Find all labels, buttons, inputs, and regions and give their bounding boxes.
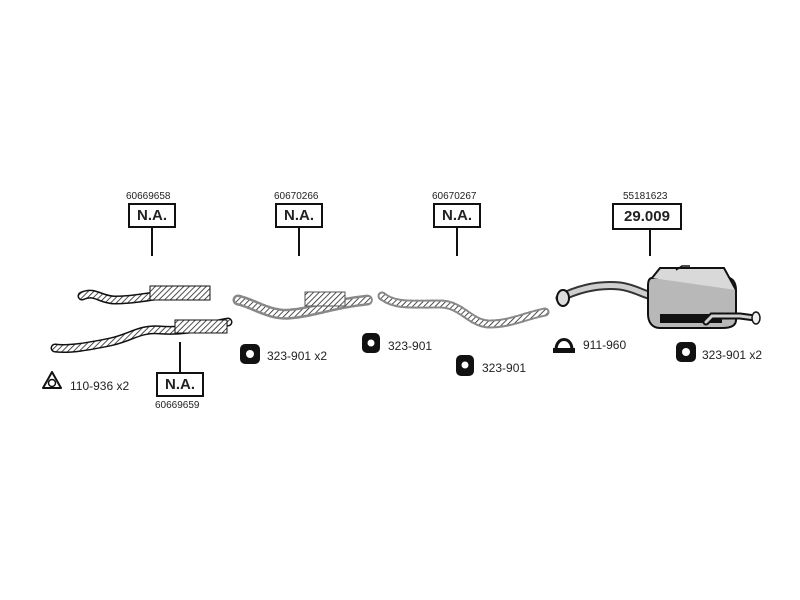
price-box: N.A. (275, 203, 323, 228)
accessory-code-label: 323-901 (388, 339, 433, 353)
intermediate-pipe-part (377, 291, 550, 329)
price-box: N.A. (128, 203, 176, 228)
price-box: N.A. (156, 372, 204, 397)
accessory-code-label: 110-936 x2 (70, 379, 130, 393)
rear-silencer-part (555, 265, 761, 329)
price-box: N.A. (433, 203, 481, 228)
rubber-mount-icon (676, 342, 696, 362)
accessory-code-label: 911-960 (583, 338, 627, 352)
accessory-code-label: 323-901 (482, 361, 527, 375)
part-number-label: 60669658 (126, 191, 171, 202)
front-pipe-upper-part (77, 285, 211, 305)
front-pipe-lower-part (50, 317, 233, 353)
rubber-mount-icon (456, 355, 474, 376)
part-number-label: 55181623 (623, 191, 668, 202)
part-number-label: 60670266 (274, 191, 319, 202)
catalyst-section-part (232, 291, 374, 320)
pipe-clamp-icon (553, 338, 575, 353)
rubber-mount-icon (362, 333, 380, 353)
gasket-icon (42, 371, 62, 389)
price-box: 29.009 (612, 203, 682, 230)
accessory-code-label: 323-901 x2 (702, 348, 763, 362)
part-number-label: 60669659 (155, 400, 200, 411)
accessory-code-label: 323-901 x2 (267, 349, 328, 363)
part-number-label: 60670267 (432, 191, 477, 202)
leader-lines (151, 228, 651, 372)
rubber-mount-icon (240, 344, 260, 364)
